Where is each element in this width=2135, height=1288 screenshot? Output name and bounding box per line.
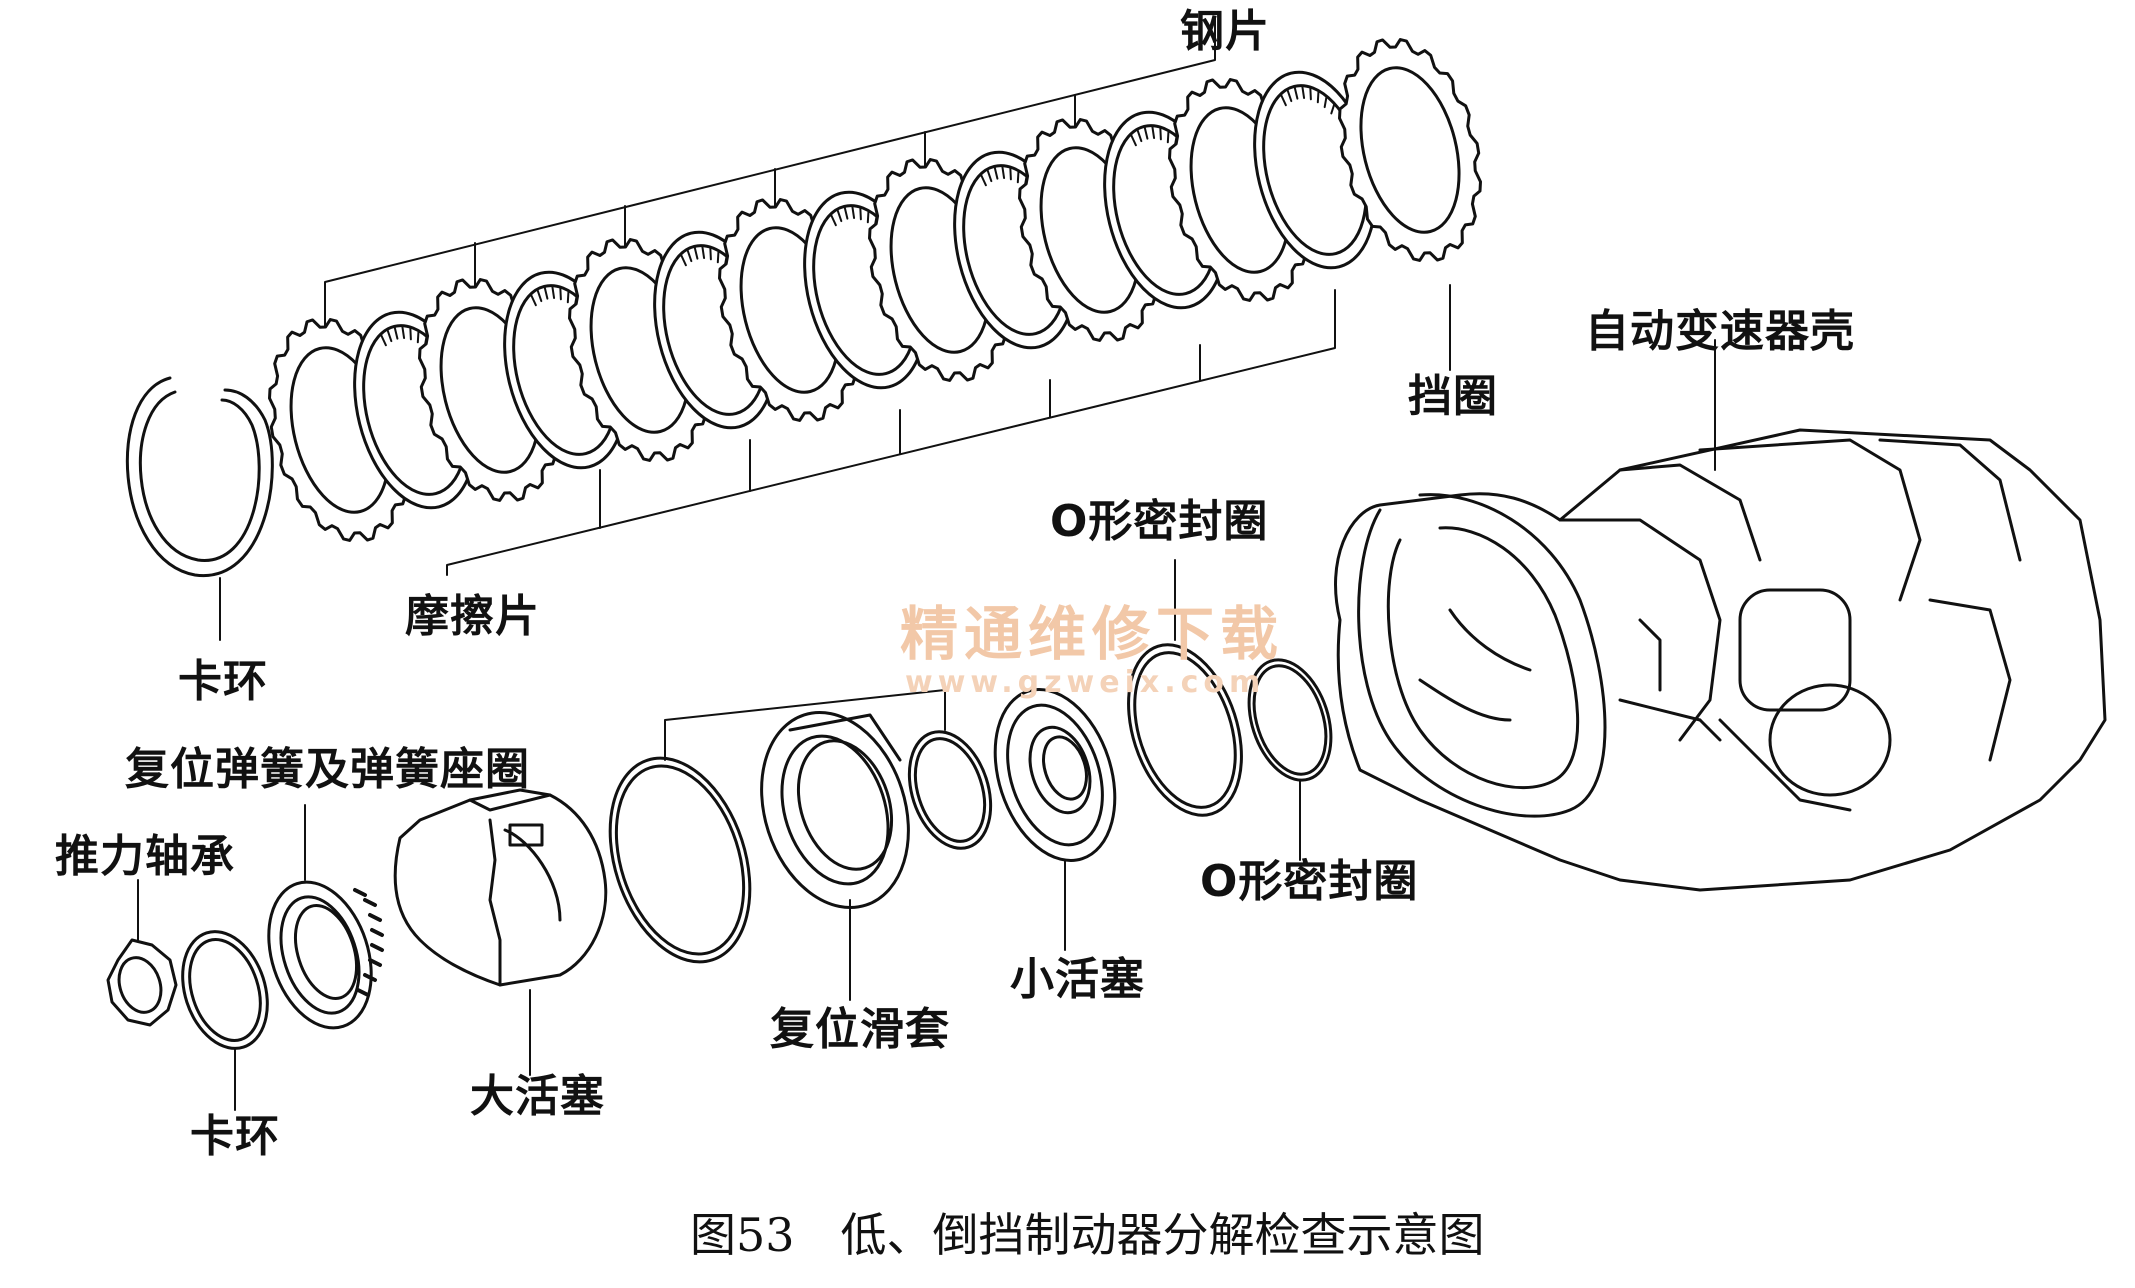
label-return-spring-seat: 复位弹簧及弹簧座圈 bbox=[125, 744, 530, 795]
large-o-ring-drawing bbox=[608, 689, 946, 964]
transmission-case-drawing bbox=[1334, 339, 2107, 892]
large-piston-drawing bbox=[393, 788, 608, 1076]
retaining-ring-drawing bbox=[1338, 38, 1482, 262]
thrust-bearing-drawing bbox=[106, 879, 178, 1027]
snap-ring-bottom-drawing bbox=[181, 930, 269, 1111]
small-piston-drawing bbox=[993, 688, 1117, 951]
o-ring-upper-drawing bbox=[1127, 559, 1333, 861]
figure-caption: 图53 低、倒挡制动器分解检查示意图 bbox=[690, 1208, 1485, 1262]
watermark-title: 精通维修下载 bbox=[900, 600, 1285, 668]
label-large-piston: 大活塞 bbox=[470, 1071, 605, 1122]
label-steel-plate: 钢片 bbox=[1180, 6, 1270, 57]
clutch-plate-stack bbox=[268, 38, 1482, 542]
label-return-sleeve: 复位滑套 bbox=[770, 1004, 950, 1055]
plate-leader-lines bbox=[324, 17, 1336, 576]
snap-ring-top-drawing bbox=[125, 376, 274, 641]
label-transmission-case: 自动变速器壳 bbox=[1585, 306, 1855, 357]
label-small-piston: 小活塞 bbox=[1010, 954, 1145, 1005]
label-snap-ring-bottom: 卡环 bbox=[190, 1111, 280, 1162]
label-o-ring-upper: O形密封圈 bbox=[1050, 496, 1269, 547]
label-thrust-bearing: 推力轴承 bbox=[55, 831, 235, 882]
return-sleeve-drawing bbox=[760, 710, 910, 1001]
label-o-ring-lower: O形密封圈 bbox=[1200, 856, 1419, 907]
label-retaining-ring: 挡圈 bbox=[1408, 371, 1498, 422]
middle-o-ring-drawing bbox=[907, 689, 993, 850]
label-friction-plate: 摩擦片 bbox=[405, 591, 540, 642]
watermark-url: www.gzweix.com bbox=[905, 665, 1266, 700]
return-spring-seat-drawing bbox=[267, 804, 384, 1030]
label-snap-ring-top: 卡环 bbox=[178, 656, 268, 707]
